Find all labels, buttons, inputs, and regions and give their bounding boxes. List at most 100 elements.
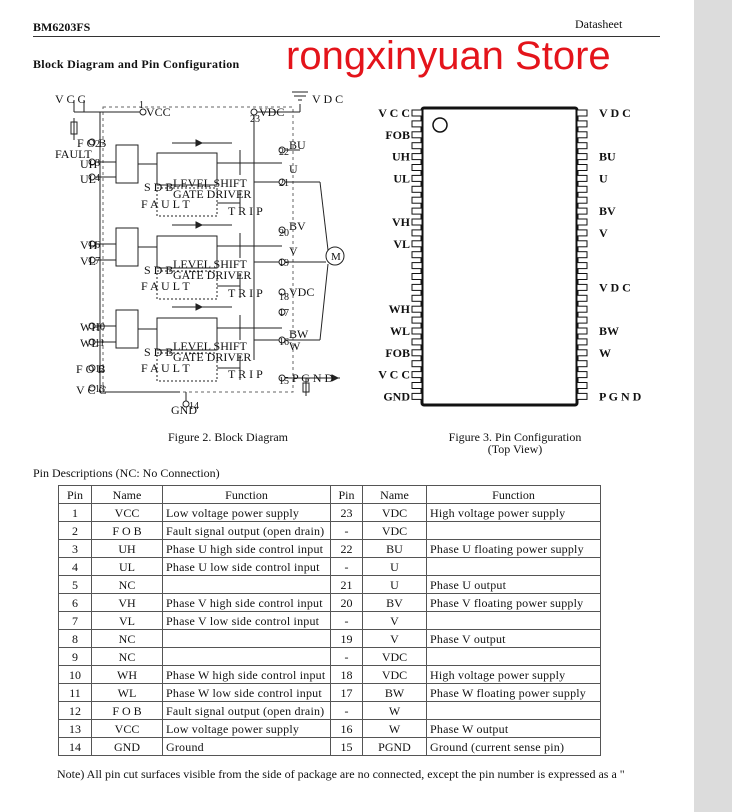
pin-label-left: V C C — [378, 106, 410, 120]
label-ul: UL — [80, 172, 96, 186]
label-pgnd: P G N D — [292, 371, 334, 385]
pin-number-13: 13 — [95, 384, 105, 395]
table-cell: 16 — [330, 719, 363, 738]
table-cell: 12 — [58, 701, 92, 720]
phase-u-labels: S D B LEVEL SHIFT GATE DRIVER F A U L T … — [141, 176, 263, 218]
pin-stub — [411, 164, 423, 171]
pin-label-right: V — [599, 226, 608, 240]
pin-stub — [576, 153, 588, 161]
table-cell: UL — [91, 557, 163, 576]
table-cell: VCC — [91, 503, 163, 522]
label-sdb-v: S D B — [144, 263, 173, 277]
pin-stub — [576, 262, 588, 270]
pin-stub — [411, 371, 423, 379]
pin-stubs — [411, 109, 588, 400]
table-cell: - — [330, 521, 363, 540]
pin-stub — [411, 142, 423, 150]
label-fob-top: F O B — [77, 136, 106, 150]
pin-stub — [576, 294, 588, 302]
table-cell — [426, 701, 601, 720]
pin-label-left: V C C — [378, 368, 410, 382]
pin-label-right: BW — [599, 324, 619, 338]
table-cell: U — [362, 575, 427, 594]
table-cell: W — [362, 701, 427, 720]
table-cell — [162, 629, 331, 648]
pin-stub — [411, 338, 423, 346]
table-cell: Phase U high side control input — [162, 539, 331, 558]
pin-stub — [576, 207, 588, 215]
table-cell: VH — [91, 593, 163, 612]
phase-w-block — [92, 303, 282, 382]
label-gnd: GND — [171, 403, 197, 417]
table-cell: VDC — [362, 521, 427, 540]
label-vcc-top: V C C — [55, 92, 85, 106]
label-vh: VH — [80, 238, 98, 252]
table-cell: 7 — [58, 611, 92, 630]
label-sdb-w: S D B — [144, 345, 173, 359]
table-cell: 23 — [330, 503, 363, 522]
pin-stub — [411, 316, 423, 324]
pin-label-right: W — [599, 346, 611, 360]
pin-stub — [576, 185, 588, 193]
pin-stub — [576, 174, 588, 182]
pin-number-16: 16 — [279, 337, 289, 348]
pin-number-labels: 1 23 2 3 4 22 21 6 7 20 19 18 10 11 17 1… — [95, 100, 289, 412]
label-bu: BU — [289, 138, 306, 152]
table-cell: VDC — [362, 503, 427, 522]
label-bv: BV — [289, 219, 306, 233]
pin-number-7: 7 — [95, 256, 100, 267]
pin-label-left: WH — [389, 302, 411, 316]
pin-stub — [576, 218, 588, 226]
phase-u-block — [92, 139, 300, 217]
table-cell: WL — [91, 683, 163, 702]
table-cell: V — [362, 611, 427, 630]
table-cell: High voltage power supply — [426, 665, 601, 684]
phase-v-labels: S D B LEVEL SHIFT GATE DRIVER F A U L T … — [141, 257, 263, 300]
pin-label-right: V D C — [599, 106, 631, 120]
pin-number-11: 11 — [95, 338, 105, 349]
pin-stub — [411, 240, 423, 248]
pin-stub — [576, 196, 588, 204]
table-cell: Low voltage power supply — [162, 719, 331, 738]
table-cell: High voltage power supply — [426, 503, 601, 522]
table-cell: VDC — [362, 665, 427, 684]
label-sdb-u: S D B — [144, 180, 173, 194]
label-gate-driver-v: GATE DRIVER — [173, 268, 251, 282]
table-cell: U — [362, 557, 427, 576]
pin-label-right: P G N D — [599, 389, 642, 403]
table-cell: PGND — [362, 737, 427, 756]
pin-number-19: 19 — [279, 258, 289, 269]
phase-w-labels: S D B LEVEL SHIFT GATE DRIVER F A U L T … — [141, 339, 263, 381]
table-cell: Phase W high side control input — [162, 665, 331, 684]
pin-number-4: 4 — [95, 173, 100, 184]
phase-v-block — [92, 221, 282, 300]
pin-stub — [576, 273, 588, 280]
pin-stub — [576, 316, 588, 324]
pin-stub — [411, 327, 423, 335]
table-cell: 1 — [58, 503, 92, 522]
pin-stub — [411, 185, 423, 193]
block-diagram-labels: V C C VCC VDC V D C F O B FAULT UH UL VH… — [55, 92, 343, 417]
pin-label-left: VL — [393, 237, 410, 251]
table-cell: 20 — [330, 593, 363, 612]
label-fob-bottom: F O B — [76, 362, 105, 376]
pin-number-21: 21 — [279, 178, 289, 189]
pin-label-right: BU — [599, 150, 616, 164]
label-vdc-top: V D C — [312, 92, 343, 106]
table-cell: 17 — [330, 683, 363, 702]
table-cell — [426, 647, 601, 666]
pin-stub — [576, 371, 588, 379]
figure-3-subcaption: (Top View) — [487, 442, 543, 456]
table-cell: F O B — [91, 521, 163, 540]
header-pin: Pin — [58, 485, 92, 504]
table-cell: Phase W floating power supply — [426, 683, 601, 702]
pin-label-left: VH — [392, 215, 411, 229]
